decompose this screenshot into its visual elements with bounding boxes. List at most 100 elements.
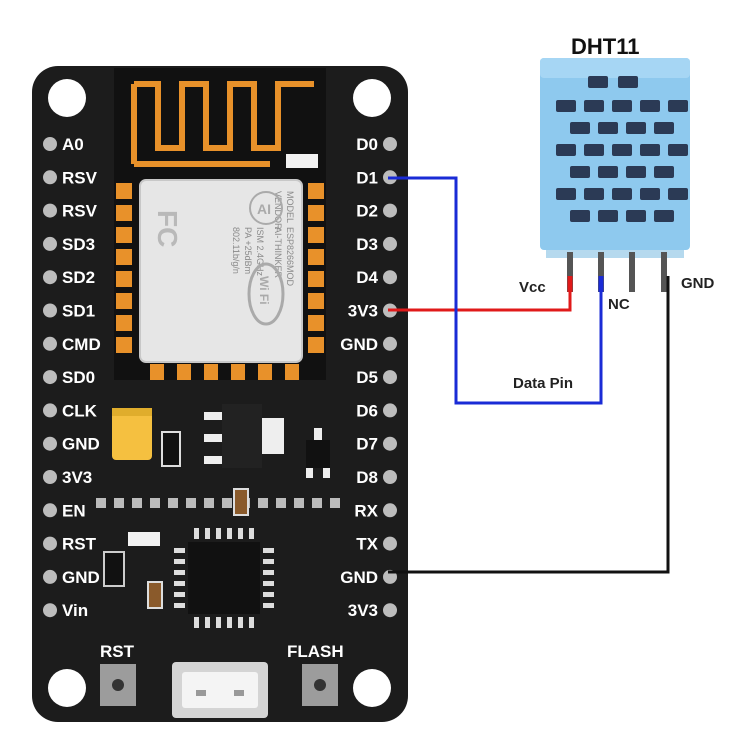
transistor — [306, 440, 330, 468]
left-pin-label: SD0 — [62, 368, 95, 387]
sensor-vent — [570, 122, 590, 134]
left-pin-label: CMD — [62, 335, 101, 354]
left-pin-hole — [43, 470, 57, 484]
sensor-vent — [654, 166, 674, 178]
sensor-vent — [668, 100, 688, 112]
right-pin-hole — [383, 236, 397, 251]
vcc-label: Vcc — [519, 279, 546, 296]
left-pin-hole — [43, 370, 57, 385]
sensor-vent — [668, 188, 688, 200]
right-pin-hole — [383, 536, 397, 551]
left-pin-hole — [43, 569, 57, 584]
left-pin-hole — [43, 403, 57, 418]
small-capacitor — [147, 581, 163, 609]
pcb-antenna — [131, 81, 314, 167]
left-pin-label: SD2 — [62, 268, 95, 287]
sensor-vent — [570, 210, 590, 222]
right-pin-label: D7 — [356, 435, 378, 454]
left-pin-hole — [43, 503, 57, 518]
right-pin-label: TX — [356, 535, 378, 554]
flash-button[interactable] — [302, 664, 338, 706]
capacitor-yellow-band — [112, 408, 152, 416]
left-pin-label: CLK — [62, 401, 98, 420]
mount-hole-top-left — [48, 79, 86, 117]
module-pads-bottom — [150, 364, 299, 380]
module-pads-right — [308, 183, 324, 353]
sensor-vent — [598, 210, 618, 222]
right-pin-hole — [383, 436, 397, 451]
right-pin-label: 3V3 — [348, 302, 378, 321]
right-pin-hole — [383, 203, 397, 218]
transistor-pin — [314, 428, 322, 440]
left-pin-label: RST — [62, 535, 97, 554]
ai-logo: AI — [257, 201, 271, 217]
smd-component — [103, 551, 125, 587]
left-pin-hole — [43, 303, 57, 318]
regulator-pin-3 — [204, 456, 222, 464]
sensor-vent — [668, 144, 688, 156]
left-pin-hole — [43, 603, 57, 618]
sensor-vent — [640, 188, 660, 200]
sensor-vent — [570, 166, 590, 178]
mount-hole-bottom-left — [48, 669, 86, 707]
wire-data — [388, 176, 603, 405]
resistor — [233, 488, 249, 516]
right-pin-hole — [383, 603, 397, 618]
mount-hole-top-right — [353, 79, 391, 117]
flash-button-label: FLASH — [287, 642, 344, 661]
module-shield — [139, 179, 303, 363]
gnd-label: GND — [681, 275, 715, 292]
module-marking-text: ESP8266MOD — [285, 227, 295, 287]
left-pin-label: RSV — [62, 168, 98, 187]
module-marking-text: 802.11b/g/n — [231, 227, 241, 274]
left-pin-label: SD3 — [62, 235, 95, 254]
sensor-vent — [626, 166, 646, 178]
left-pin-label: 3V3 — [62, 468, 92, 487]
sensor-vent — [612, 100, 632, 112]
right-pin-hole — [383, 270, 397, 285]
right-pin-hole — [383, 336, 397, 351]
sensor-vent — [584, 100, 604, 112]
right-pin-label: D5 — [356, 368, 378, 387]
left-pin-header: A0RSVRSVSD3SD2SD1CMDSD0CLKGND3V3ENRSTGND… — [43, 135, 101, 620]
left-pin-label: GND — [62, 435, 100, 454]
left-pin-hole — [43, 203, 57, 218]
sensor-vent — [612, 144, 632, 156]
left-pin-hole — [43, 336, 57, 351]
wifi-logo-shape — [247, 262, 285, 326]
sensor-vent — [584, 188, 604, 200]
micro-usb-port — [172, 662, 268, 718]
mount-hole-bottom-right — [353, 669, 391, 707]
regulator-body — [222, 404, 262, 468]
sensor-vent — [598, 122, 618, 134]
led-white — [128, 532, 160, 546]
sensor-vent — [654, 122, 674, 134]
led — [286, 154, 318, 168]
sensor-vent — [556, 100, 576, 112]
rst-button[interactable] — [100, 664, 136, 706]
right-pin-label: D6 — [356, 401, 378, 420]
right-pin-label: D2 — [356, 202, 378, 221]
right-pin-hole — [383, 137, 397, 151]
sensor-vent — [556, 188, 576, 200]
regulator-pin-2 — [204, 434, 222, 442]
capacitor-yellow — [112, 408, 152, 460]
right-pin-hole — [383, 403, 397, 418]
right-pin-label: D4 — [356, 268, 378, 287]
module-pads-left — [116, 183, 132, 353]
sensor-title: DHT11 — [571, 34, 639, 59]
left-pin-hole — [43, 236, 57, 251]
right-pin-hole — [383, 503, 397, 518]
usb-serial-chip — [188, 542, 260, 614]
left-pin-hole — [43, 137, 57, 151]
left-pin-label: RSV — [62, 202, 98, 221]
ai-logo-circle — [249, 191, 283, 225]
wifi-logo: Wi Fi — [257, 276, 271, 305]
rst-button-label: RST — [100, 642, 135, 661]
usb-chip-pins — [174, 528, 274, 628]
left-pin-hole — [43, 436, 57, 451]
sensor-vent — [556, 144, 576, 156]
sensor-vent — [618, 76, 638, 88]
